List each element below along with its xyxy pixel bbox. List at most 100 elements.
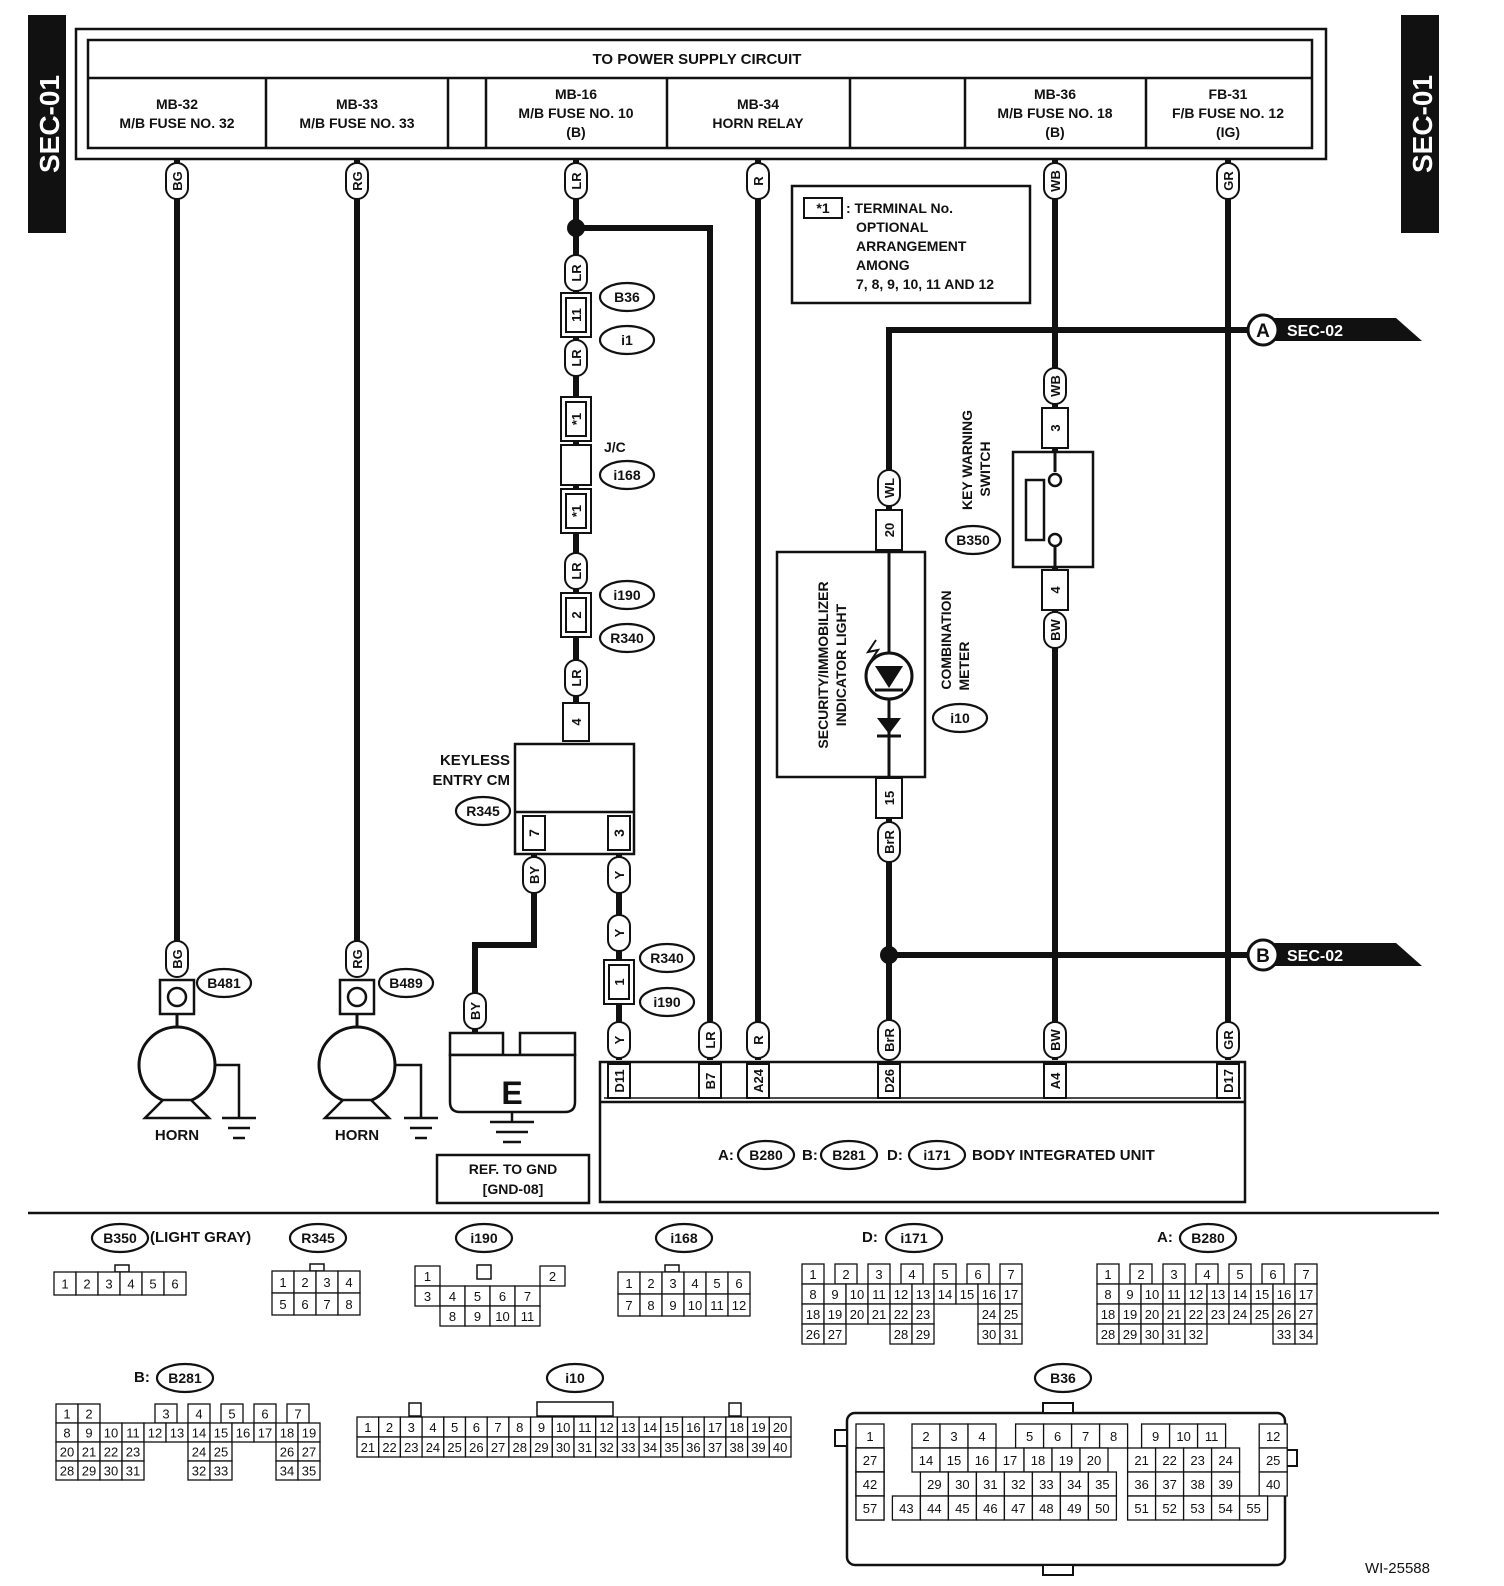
svg-text:19: 19: [1059, 1453, 1073, 1468]
pin-cell-b280-23: 23: [1206, 1303, 1230, 1325]
svg-text:KEY WARNING: KEY WARNING: [959, 410, 975, 510]
svg-text:35: 35: [1095, 1477, 1109, 1492]
pin-cell-b280-21: 21: [1162, 1303, 1186, 1325]
pin-cell-i171-1: 1: [801, 1263, 825, 1285]
pin-cell-i171-28: 28: [889, 1323, 913, 1345]
pin-cell-b280-32: 32: [1184, 1323, 1208, 1345]
pin-cell-b281-5: 5: [220, 1403, 244, 1424]
svg-text:12: 12: [599, 1420, 613, 1435]
pin-11: 11: [560, 292, 592, 338]
svg-text:2: 2: [386, 1420, 393, 1435]
pin-cell-i190-1: 1: [414, 1265, 441, 1287]
svg-text:30: 30: [104, 1464, 118, 1479]
svg-text:8: 8: [1104, 1287, 1111, 1302]
svg-text:25: 25: [1266, 1453, 1280, 1468]
pin-cell-r345-4: 4: [337, 1270, 361, 1294]
pin-cell-b36-46: 46: [975, 1495, 1006, 1521]
pin-cell-b281-11: 11: [121, 1422, 145, 1443]
pin-cell-i10-7: 7: [486, 1416, 510, 1438]
sec-tab-right-label: SEC-01: [1407, 75, 1438, 173]
pin-cell-b281-23: 23: [121, 1441, 145, 1462]
svg-text:i190: i190: [653, 994, 680, 1010]
svg-text:BY: BY: [468, 1002, 483, 1020]
svg-text:REF. TO GND: REF. TO GND: [469, 1161, 557, 1177]
svg-text:5: 5: [279, 1297, 286, 1312]
svg-text:METER: METER: [956, 642, 972, 691]
svg-text:10: 10: [104, 1426, 118, 1441]
wire-tag-rg-top: RG: [345, 162, 369, 200]
svg-text:23: 23: [1190, 1453, 1204, 1468]
wire-tag-gr-bottom: GR: [1216, 1021, 1240, 1059]
offpage-connector-b: B SEC-02: [1246, 938, 1422, 972]
svg-text:BODY INTEGRATED UNIT: BODY INTEGRATED UNIT: [972, 1147, 1155, 1164]
sec-tab-left-label: SEC-01: [34, 75, 65, 173]
pin-cell-b36-32: 32: [1003, 1471, 1034, 1497]
fuse-mb-34: MB-34 HORN RELAY: [712, 96, 804, 131]
pin-cell-b280-33: 33: [1272, 1323, 1296, 1345]
pin-cell-i10-30: 30: [551, 1436, 575, 1458]
svg-text:1: 1: [1104, 1267, 1111, 1282]
pin-cell-i168-5: 5: [705, 1271, 729, 1295]
pin-cell-b36-4: 4: [967, 1423, 997, 1449]
pin-cell-b36-37: 37: [1154, 1471, 1185, 1497]
pin-cell-i10-25: 25: [443, 1436, 467, 1458]
pin-cell-i190-9: 9: [464, 1305, 491, 1327]
svg-text:8: 8: [345, 1297, 352, 1312]
svg-text:8: 8: [1110, 1429, 1117, 1444]
svg-text:3: 3: [950, 1429, 957, 1444]
svg-text:28: 28: [1101, 1327, 1115, 1342]
view-label-b281: B281: [155, 1362, 215, 1394]
pin-cell-i10-4: 4: [421, 1416, 445, 1438]
svg-text:7: 7: [1302, 1267, 1309, 1282]
svg-text:31: 31: [983, 1477, 997, 1492]
pin-cell-b280-6: 6: [1261, 1263, 1285, 1285]
svg-text:22: 22: [1162, 1453, 1176, 1468]
svg-text:D:: D:: [887, 1147, 903, 1164]
pin-cell-b36-44: 44: [919, 1495, 950, 1521]
svg-text:*1: *1: [569, 505, 584, 517]
svg-text:55: 55: [1246, 1501, 1260, 1516]
pin-cell-i10-18: 18: [725, 1416, 749, 1438]
svg-text:29: 29: [916, 1327, 930, 1342]
jc-label: J/C: [604, 439, 626, 455]
b350-color-note: (LIGHT GRAY): [150, 1229, 251, 1246]
pin-cell-b281-30: 30: [99, 1460, 123, 1481]
svg-text:M/B FUSE NO. 33: M/B FUSE NO. 33: [299, 115, 414, 131]
pin-cell-i10-26: 26: [464, 1436, 488, 1458]
svg-text:20: 20: [882, 523, 897, 537]
pin-cell-b281-10: 10: [99, 1422, 123, 1443]
svg-text:4: 4: [908, 1267, 915, 1282]
svg-text:INDICATOR LIGHT: INDICATOR LIGHT: [833, 603, 849, 726]
pin-cell-b280-24: 24: [1228, 1303, 1252, 1325]
svg-text:7, 8, 9, 10, 11 AND 12: 7, 8, 9, 10, 11 AND 12: [856, 276, 994, 292]
svg-text:18: 18: [730, 1420, 744, 1435]
pin-cell-i171-10: 10: [845, 1283, 869, 1305]
pin-cell-i10-1: 1: [356, 1416, 380, 1438]
pin-cell-b280-18: 18: [1096, 1303, 1120, 1325]
pin-cell-i10-23: 23: [399, 1436, 423, 1458]
svg-text:BW: BW: [1048, 618, 1063, 640]
pin-cell-b36-12: 12: [1258, 1423, 1288, 1449]
pin-star-bottom: *1: [560, 488, 592, 534]
pin-cell-b281-20: 20: [55, 1441, 79, 1462]
view-label-i190: i190: [454, 1222, 514, 1254]
svg-text:48: 48: [1039, 1501, 1053, 1516]
pin-cell-b36-50: 50: [1087, 1495, 1118, 1521]
fuse-mb-33: MB-33 M/B FUSE NO. 33: [299, 96, 414, 131]
pin-cell-b280-2: 2: [1129, 1263, 1153, 1285]
svg-text:1: 1: [63, 1407, 70, 1422]
pin-cell-b36-55: 55: [1238, 1495, 1269, 1521]
svg-text:A4: A4: [1048, 1072, 1063, 1089]
pin-cell-i10-13: 13: [616, 1416, 640, 1438]
pin-cell-i168-8: 8: [639, 1293, 663, 1317]
pin-star-top: *1: [560, 396, 592, 442]
svg-text:4: 4: [569, 718, 584, 726]
wire-tag-r-top: R: [746, 162, 770, 200]
svg-text:4: 4: [1203, 1267, 1210, 1282]
svg-text:BrR: BrR: [882, 1027, 897, 1051]
svg-text:39: 39: [751, 1440, 765, 1455]
svg-text:25: 25: [1255, 1307, 1269, 1322]
svg-text:9: 9: [474, 1309, 481, 1324]
svg-text:22: 22: [1189, 1307, 1203, 1322]
